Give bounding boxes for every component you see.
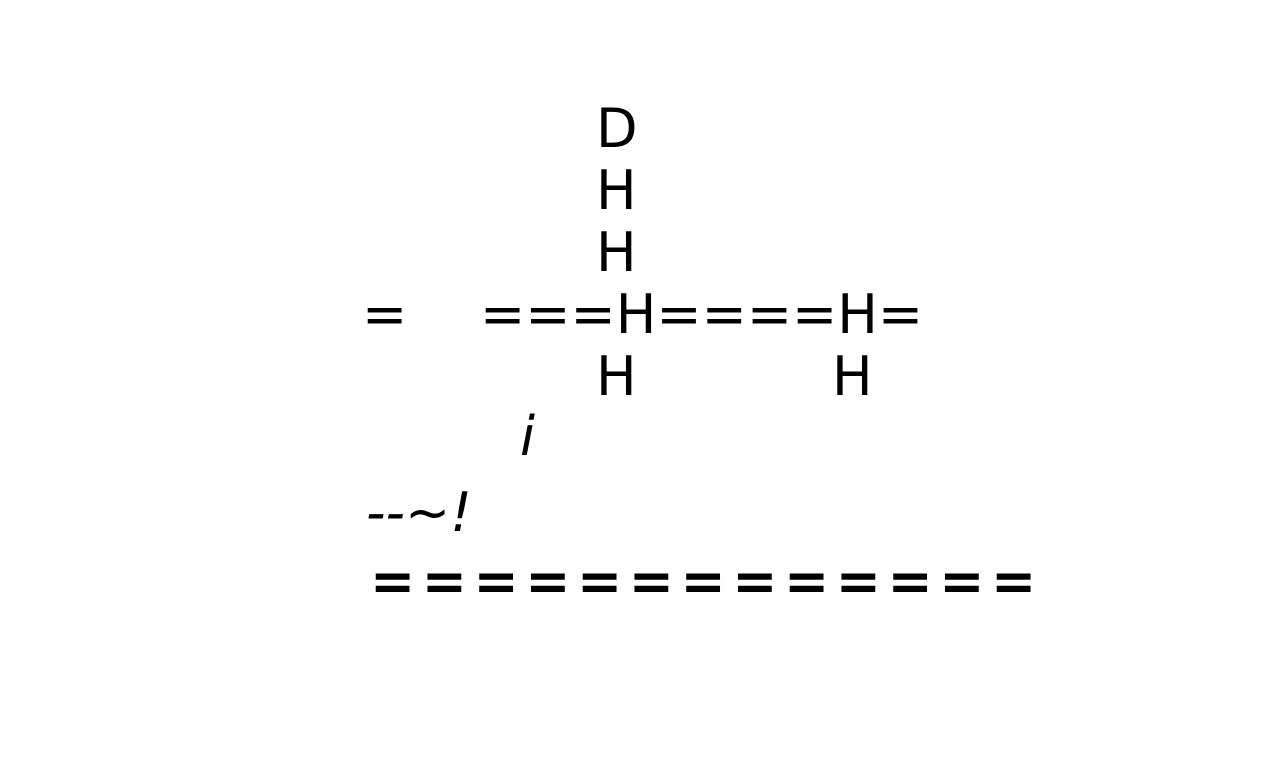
corridor-tile: H [596, 345, 637, 408]
corridor-tile: H [596, 221, 637, 284]
corridor-tile: H [596, 159, 637, 222]
wall-segment: = [362, 283, 408, 346]
wall-corridor-junction: ===H=== [480, 283, 793, 346]
corridor-tile: H [832, 345, 873, 408]
wall-corridor-junction: =H= [792, 283, 924, 346]
status-bar: ============= [370, 550, 1043, 613]
door-tile: D [596, 97, 638, 160]
message-line: --~! [366, 481, 472, 544]
item-glyph: i [520, 405, 536, 468]
